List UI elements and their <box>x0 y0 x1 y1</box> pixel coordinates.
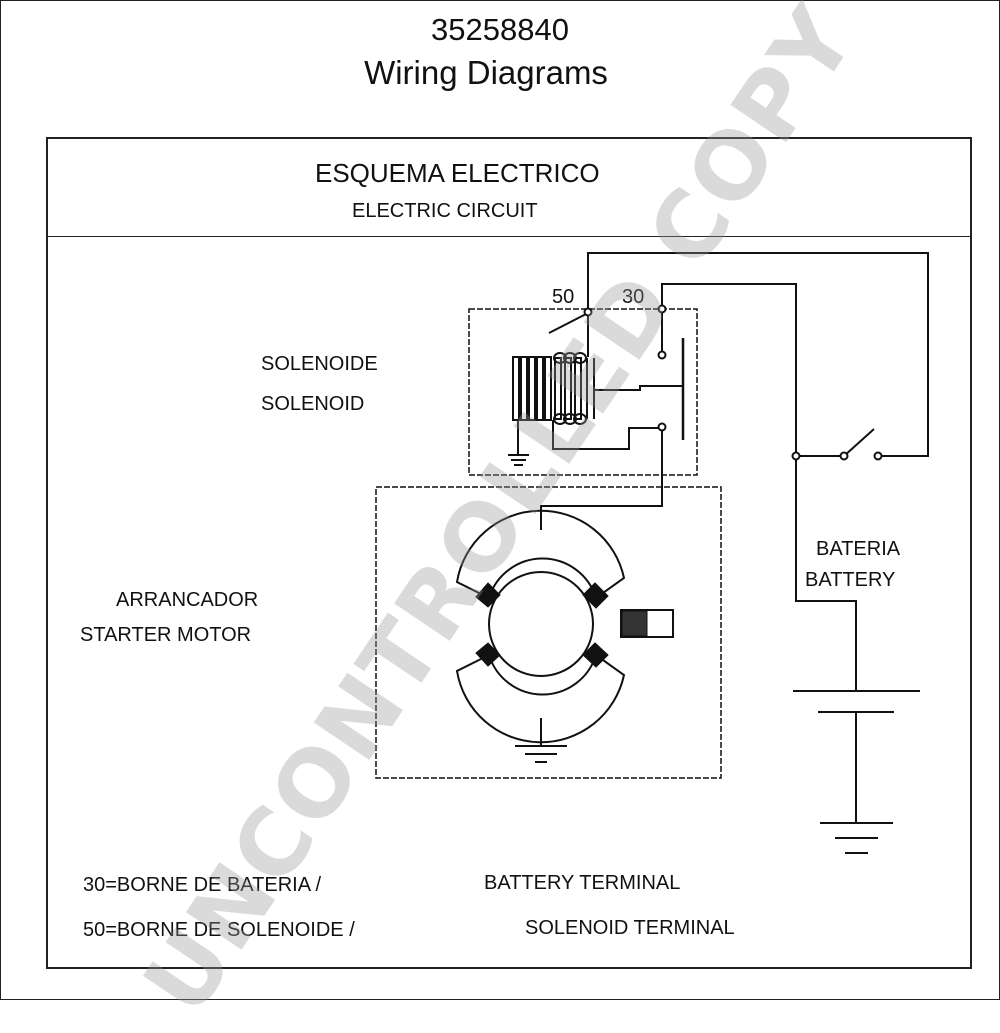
terminal-50-label: 50 <box>552 286 575 308</box>
brush-holder-fill <box>621 610 648 637</box>
battery-junction-node <box>791 451 801 461</box>
diagram-frame <box>46 137 972 969</box>
legend-line2-es: 50=BORNE DE SOLENOIDE / <box>83 919 355 941</box>
brush-lower-right <box>582 642 609 668</box>
terminal-50-switch-arm <box>548 312 589 334</box>
armature <box>488 571 594 677</box>
legend-line2-en: SOLENOID TERMINAL <box>525 917 735 939</box>
starter-label-en: STARTER MOTOR <box>80 624 252 646</box>
legend-line1-en: BATTERY TERMINAL <box>484 872 681 894</box>
legend-line1-es: 30=BORNE DE BATERIA / <box>83 874 322 896</box>
terminal-30-node <box>657 304 667 314</box>
terminal-50-supply <box>587 252 929 457</box>
terminal-50-node <box>583 307 593 317</box>
motor-feed-wire <box>540 428 663 530</box>
contact-node-upper <box>657 350 667 360</box>
solenoid-label-es: SOLENOIDE <box>261 353 378 375</box>
battery-label-es: BATERIA <box>816 538 901 560</box>
brush-holder <box>620 609 674 638</box>
solenoid-enclosure <box>468 308 698 476</box>
starter-label-es: ARRANCADOR <box>116 589 259 611</box>
battery-label-en: BATTERY <box>805 569 896 591</box>
switch-contact-node <box>873 451 883 461</box>
switch-pivot-node <box>839 451 849 461</box>
output-terminal-node <box>657 422 667 432</box>
header-divider <box>46 236 970 237</box>
solenoid-label-en: SOLENOID <box>261 393 365 415</box>
terminal-30-label: 30 <box>622 286 645 308</box>
field-winding-upper <box>455 509 626 600</box>
brush-lower-left <box>475 642 501 667</box>
brush-upper-right <box>582 582 609 609</box>
document-title: Wiring Diagrams <box>364 54 608 91</box>
field-winding-lower <box>455 653 626 744</box>
wiring-diagram <box>375 252 929 854</box>
coil-return-wire <box>552 420 661 450</box>
solenoid-coil <box>512 352 595 425</box>
header-title-es: ESQUEMA ELECTRICO <box>315 158 600 188</box>
document-number: 35258840 <box>431 12 569 47</box>
pull-in-wire <box>594 385 683 391</box>
header-title-en: ELECTRIC CIRCUIT <box>352 200 538 222</box>
terminal-30-bus <box>661 283 857 691</box>
brush-upper-left <box>475 582 501 608</box>
starter-enclosure <box>375 486 722 779</box>
ignition-switch-blade <box>843 428 875 457</box>
